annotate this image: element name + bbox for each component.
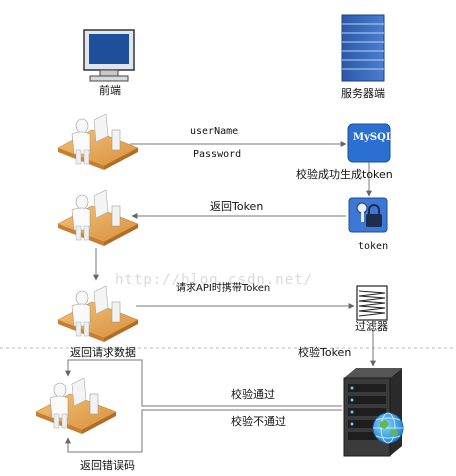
token-label: token (358, 241, 389, 252)
password-label: Password (193, 149, 242, 160)
globe-icon (372, 412, 404, 444)
monitor-icon (83, 29, 135, 82)
check-fail-label: 校验不通过 (231, 415, 286, 428)
check-token-label: 校验Token (298, 346, 352, 359)
watermark-text: http://blog.csdn.net/ (115, 272, 314, 288)
connector-fail-return (65, 409, 342, 453)
filter-label: 过滤器 (355, 320, 388, 333)
return-error-label: 返回错误码 (80, 459, 135, 472)
token-key-icon (348, 197, 388, 233)
workstation-icon-1 (57, 113, 139, 171)
username-label: userName (190, 126, 239, 137)
connector-pass-return (65, 359, 342, 407)
workstation-icon-2 (57, 189, 139, 247)
check-pass-label: 校验通过 (231, 388, 275, 401)
workstation-icon-4 (35, 377, 117, 435)
server-label: 服务器端 (341, 87, 385, 100)
mysql-logo-text: MySQL (353, 132, 393, 143)
request-api-label: 请求API时携带Token (176, 283, 271, 294)
return-token-label: 返回Token (210, 200, 264, 213)
client-label: 前端 (99, 84, 121, 97)
auth-success-label: 校验成功生成token (296, 168, 393, 181)
server-tower-icon (341, 14, 385, 82)
rack-server-icon (343, 368, 402, 457)
return-data-label: 返回请求数据 (70, 346, 136, 359)
workstation-icon-3 (57, 285, 139, 343)
filter-icon (356, 285, 388, 321)
